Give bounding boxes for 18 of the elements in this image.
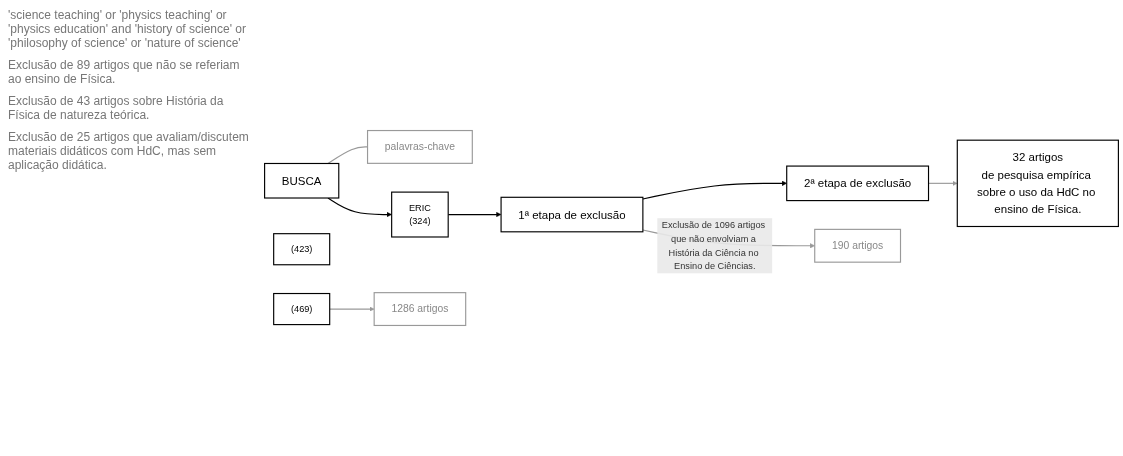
arrow [329,306,375,312]
node-box: (469) [273,292,331,326]
node-box: 1286 artigos [373,292,467,327]
node-box: 2ª etapa de exclusão [786,165,930,202]
arrow [642,180,787,200]
node-box: 1ª etapa de exclusão [500,196,644,233]
note-text: Exclusão de 25 artigos que avaliam/discutem materiais didáticos com HdC, mas sem aplicação didática. [8,130,250,172]
node-box: 190 artigos [814,228,902,263]
note-text: Exclusão de 43 artigos sobre História da Física de natureza teórica. [8,94,225,122]
node-box: BUSCA [264,162,340,199]
note-text: 'science teaching' or 'physics teaching' or 'physics education' and 'history of science' or 'philosophy of science' or 'nature of science' [8,8,247,50]
node-box: 32 artigos de pesquisa empírica sobre o uso da HdC no ensino de Física. [956,139,1119,228]
edge-label: Exclusão de 1096 artigos que não envolviam a História da Ciência no Ensino de Ciências. [661,219,766,272]
arrow [327,197,392,218]
node-box: (423) [273,233,331,266]
node-box: ERIC (324) [391,191,449,238]
node-box: palavras-chave [366,129,473,164]
note-text: Exclusão de 89 artigos que não se referiam ao ensino de Física. [8,58,241,86]
